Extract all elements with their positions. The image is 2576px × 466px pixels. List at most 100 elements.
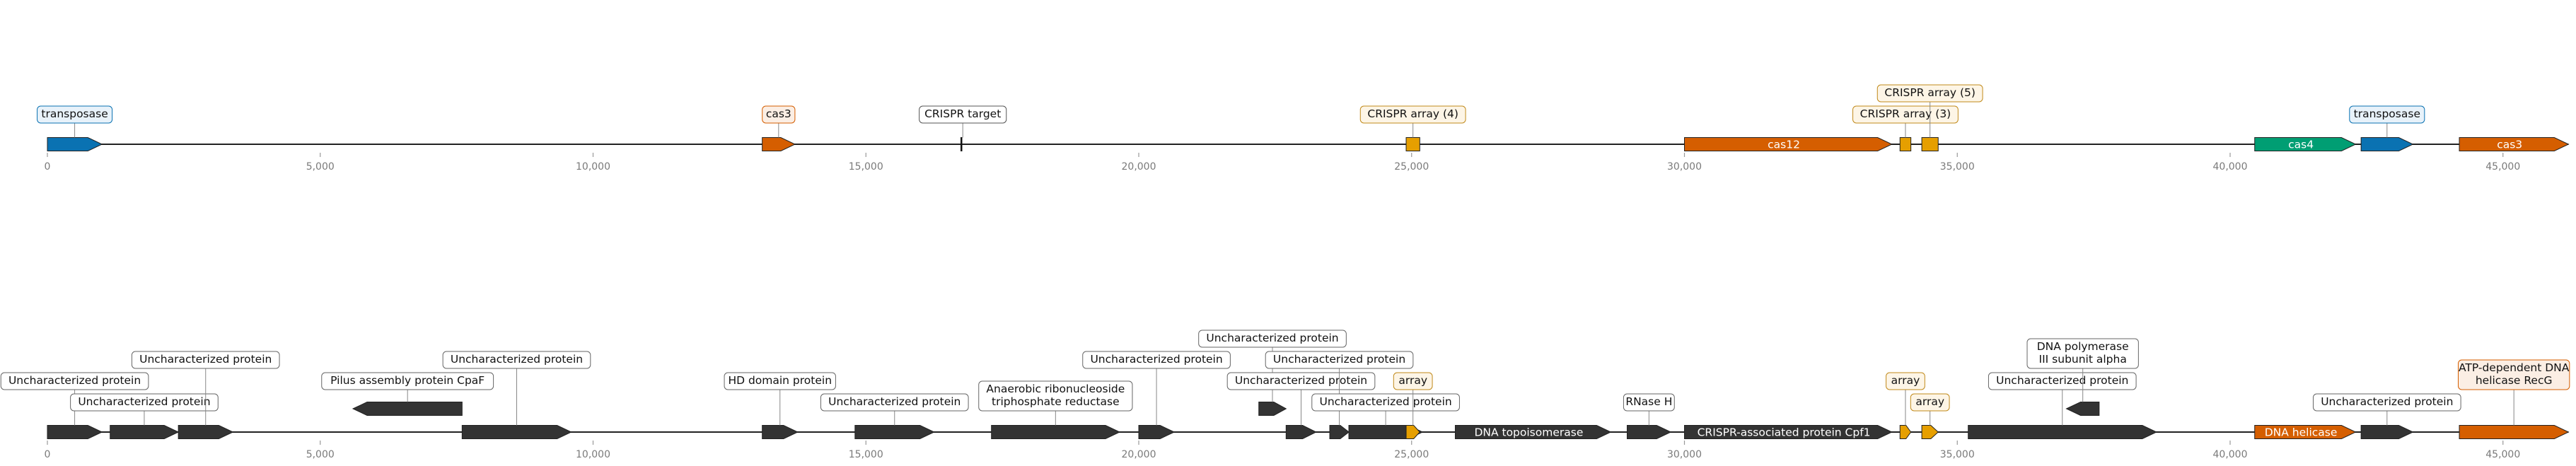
t2-unchar-3[interactable]: Uncharacterized protein xyxy=(131,351,280,439)
label-box xyxy=(2026,338,2139,369)
crispr-array-box xyxy=(1405,137,1420,151)
t1-cas3-2[interactable]: cas3 xyxy=(2459,137,2570,151)
label-box xyxy=(131,351,280,369)
gene-inline-label: cas12 xyxy=(1768,139,1800,151)
gene-arrow xyxy=(352,402,463,416)
label-box xyxy=(919,105,1007,124)
t2-array-1[interactable]: array xyxy=(1393,372,1433,439)
feature-label: Uncharacterized protein xyxy=(2321,395,2453,408)
feature-label: Uncharacterized protein xyxy=(1996,374,2128,387)
feature-label: RNase H xyxy=(1625,395,1672,408)
label-box xyxy=(1910,393,1950,412)
label-box xyxy=(2349,105,2425,124)
axis-tick-label: 30,000 xyxy=(1667,449,1702,460)
gene-arrow xyxy=(854,425,935,439)
t1-crispr-target[interactable]: CRISPR target xyxy=(919,105,1007,151)
axis-tick-label: 35,000 xyxy=(1940,449,1975,460)
t2-unchar-9[interactable]: Uncharacterized protein xyxy=(1265,351,1414,439)
t1-crispr-array-4[interactable]: CRISPR array (4) xyxy=(1359,105,1466,151)
t2-unchar-12[interactable]: Uncharacterized protein xyxy=(2312,393,2461,439)
label-box xyxy=(724,372,836,390)
t2-unchar-5[interactable]: Uncharacterized protein xyxy=(820,393,969,439)
t2-unchar-8[interactable]: Uncharacterized protein xyxy=(1226,372,1376,439)
label-box xyxy=(37,105,113,124)
gene-inline-label: CRISPR-associated protein Cpf1 xyxy=(1698,426,1871,439)
t2-cpf1[interactable]: CRISPR-associated protein Cpf1 xyxy=(1684,425,1893,439)
feature-label: Uncharacterized protein xyxy=(139,353,272,366)
t1-transposase-2[interactable]: transposase xyxy=(2349,105,2425,151)
gene-arrow xyxy=(178,425,234,439)
axis-tick-label: 25,000 xyxy=(1394,161,1429,173)
t2-unchar-10[interactable]: Uncharacterized protein xyxy=(1311,393,1460,439)
gene-arrow xyxy=(1968,425,2158,439)
feature-label: array xyxy=(1891,374,1920,387)
gene-arrow xyxy=(47,425,103,439)
t1-cas3-1[interactable]: cas3 xyxy=(762,105,796,151)
feature-label: Uncharacterized protein xyxy=(1273,353,1405,366)
gene-arrow xyxy=(47,137,103,151)
t1-crispr-array-5[interactable]: CRISPR array (5) xyxy=(1876,84,1983,151)
gene-arrow xyxy=(1921,425,1939,439)
t2-dna-helicase[interactable]: DNA helicase xyxy=(2254,425,2357,439)
label-box xyxy=(1082,351,1231,369)
t2-unchar-11[interactable]: Uncharacterized protein xyxy=(1968,372,2158,439)
t2-unchar-1[interactable]: Uncharacterized protein xyxy=(0,372,149,439)
axis-tick-label: 20,000 xyxy=(1122,449,1156,460)
t2-pilus[interactable]: Pilus assembly protein CpaF xyxy=(321,372,494,416)
label-box xyxy=(321,372,494,390)
gene-arrow xyxy=(461,425,572,439)
gene-arrow xyxy=(762,137,796,151)
gene-arrow xyxy=(1258,402,1287,416)
t1-cas12[interactable]: cas12 xyxy=(1684,137,1893,151)
t2-unchar-7[interactable]: Uncharacterized protein xyxy=(1198,330,1347,416)
feature-label: Uncharacterized protein xyxy=(1090,353,1222,366)
t2-unchar-2[interactable]: Uncharacterized protein xyxy=(70,393,219,439)
label-box xyxy=(1876,84,1983,103)
feature-label: CRISPR array (5) xyxy=(1884,86,1975,99)
t2-array-3[interactable]: array xyxy=(1910,393,1950,439)
feature-label: Uncharacterized protein xyxy=(1235,374,1367,387)
axis-tick-label: 45,000 xyxy=(2485,161,2520,173)
label-box xyxy=(1311,393,1460,412)
crispr-array-box xyxy=(1899,137,1912,151)
label-box xyxy=(1623,393,1675,412)
crispr-array-box xyxy=(1921,137,1939,151)
t2-hd-domain[interactable]: HD domain protein xyxy=(724,372,836,439)
label-box xyxy=(1265,351,1414,369)
t1-transposase-1[interactable]: transposase xyxy=(37,105,113,151)
axis-tick-label: 30,000 xyxy=(1667,161,1702,173)
axis-tick-label: 40,000 xyxy=(2213,449,2248,460)
axis-tick-label: 40,000 xyxy=(2213,161,2248,173)
gene-arrow xyxy=(2459,137,2570,151)
feature-label: CRISPR array (3) xyxy=(1860,107,1951,120)
feature-label: Uncharacterized protein xyxy=(78,395,210,408)
axis-tick-label: 0 xyxy=(45,161,51,173)
t2-dna-topo[interactable]: DNA topoisomerase xyxy=(1454,425,1612,439)
gene-arrow xyxy=(2459,425,2570,439)
gene-arrow xyxy=(2254,137,2357,151)
t1-crispr-array-3[interactable]: CRISPR array (3) xyxy=(1852,105,1959,151)
label-box xyxy=(2458,359,2570,390)
feature-label: array xyxy=(1915,395,1944,408)
label-box xyxy=(820,393,969,412)
feature-label: transposase xyxy=(41,107,108,120)
axis-tick-label: 0 xyxy=(45,449,51,460)
axis-tick-label: 10,000 xyxy=(576,449,610,460)
t2-array-2[interactable]: array xyxy=(1886,372,1925,439)
label-box xyxy=(762,105,796,124)
t1-cas4[interactable]: cas4 xyxy=(2254,137,2357,151)
t2-rnase-h[interactable]: RNase H xyxy=(1623,393,1675,439)
gene-inline-label: cas4 xyxy=(2288,139,2314,151)
feature-label: HD domain protein xyxy=(728,374,832,387)
gene-inline-label: DNA helicase xyxy=(2265,426,2338,439)
axis-tick-label: 15,000 xyxy=(849,449,883,460)
t2-unchar-6[interactable]: Uncharacterized protein xyxy=(1082,351,1231,439)
feature-label: transposase xyxy=(2354,107,2420,120)
t2-unchar-4[interactable]: Uncharacterized protein xyxy=(442,351,591,439)
label-box xyxy=(2312,393,2461,412)
